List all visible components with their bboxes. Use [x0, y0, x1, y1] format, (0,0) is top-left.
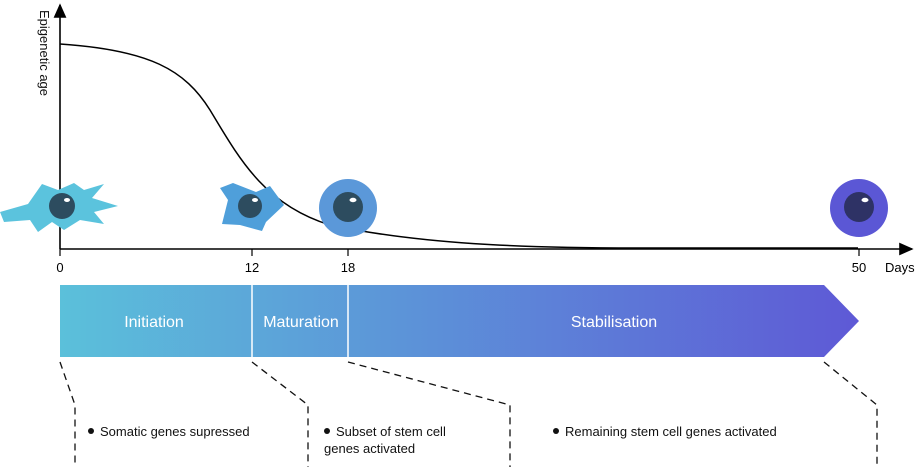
tick-label-18: 18 — [341, 260, 355, 275]
tick-label-50: 50 — [852, 260, 866, 275]
stem-cell-icon — [830, 179, 888, 237]
phase-arrow: Initiation Maturation Stabilisation — [60, 285, 859, 357]
epigenetic-age-curve — [59, 43, 858, 249]
bullet-dot — [324, 428, 330, 434]
phase-label-initiation: Initiation — [124, 314, 184, 331]
note-stabilisation-text: Remaining stem cell genes activated — [565, 424, 777, 439]
tick-label-12: 12 — [245, 260, 259, 275]
bracket-stabilisation-right — [823, 361, 878, 467]
x-ticks — [59, 249, 860, 256]
note-maturation-line-1: Subset of stem cell — [336, 424, 446, 439]
intermediate-cell-icon — [220, 183, 284, 231]
bullet-dot — [553, 428, 559, 434]
tick-label-0: 0 — [56, 260, 63, 275]
note-maturation: Subset of stem cell genes activated — [324, 423, 504, 457]
phase-label-maturation: Maturation — [263, 314, 339, 331]
bracket-maturation-left — [251, 361, 309, 467]
note-stabilisation: Remaining stem cell genes activated — [553, 423, 853, 440]
note-maturation-line-2: genes activated — [324, 441, 416, 456]
y-axis-label: Epigenetic age — [37, 10, 52, 96]
early-stem-cell-icon — [319, 179, 377, 237]
bracket-stabilisation-left — [347, 361, 511, 467]
note-initiation: Somatic genes supressed — [88, 423, 298, 440]
note-initiation-text: Somatic genes supressed — [100, 424, 250, 439]
bullet-dot — [88, 428, 94, 434]
bracket-initiation-left — [59, 361, 76, 467]
phase-label-stabilisation: Stabilisation — [571, 314, 657, 331]
x-axis-unit: Days — [885, 260, 915, 275]
callout-brackets — [59, 361, 878, 467]
fibroblast-cell-icon — [0, 183, 118, 232]
